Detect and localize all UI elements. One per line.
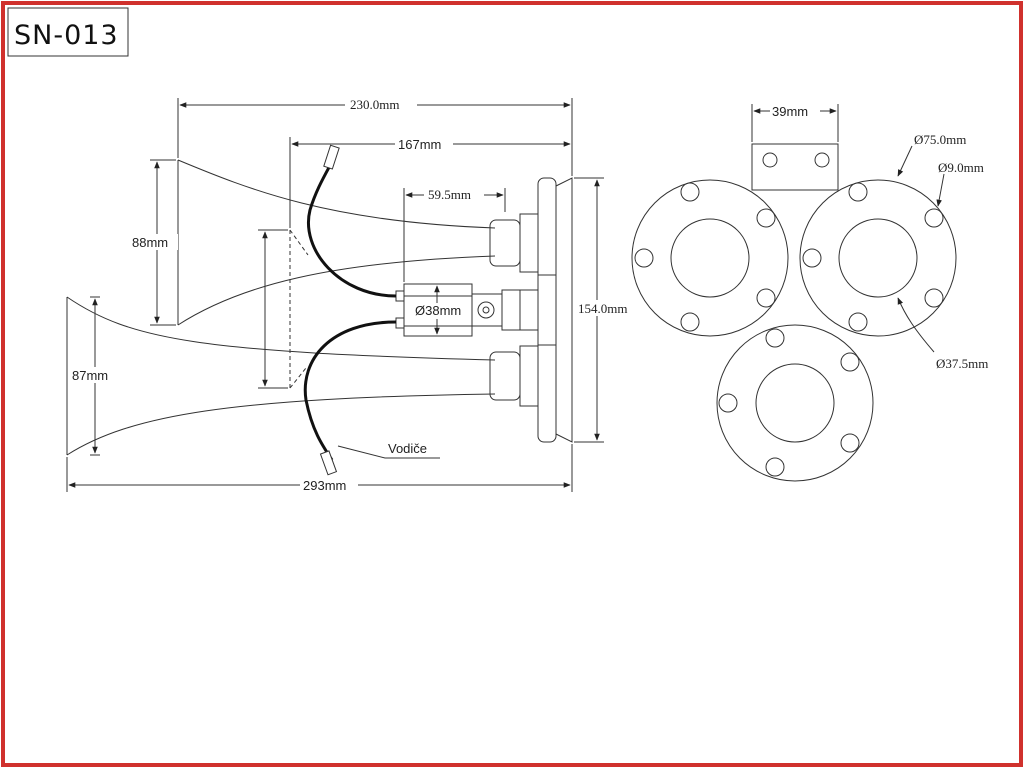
wires-label: Vodiče: [388, 441, 427, 456]
horn-side-view: [66, 159, 573, 456]
dim-overall-length-top: 230.0mm: [350, 97, 399, 112]
dim-top-bell-height: 88mm: [132, 235, 168, 250]
dim-hole-diameter: Ø9.0mm: [938, 160, 984, 175]
side-dimensions: [66, 98, 604, 492]
dim-bottom-bell-height: 87mm: [72, 368, 108, 383]
wire-leads: [303, 159, 397, 461]
dim-body-length: 167mm: [398, 137, 441, 152]
dim-flange-height: 154.0mm: [578, 301, 627, 316]
flange-dimensions: [751, 104, 945, 353]
side-dimension-labels: 230.0mm 167mm 59.5mm 88mm 87mm Ø38mm 154…: [70, 96, 642, 493]
wire-terminals: [319, 144, 340, 476]
dim-bracket-width: 39mm: [772, 104, 808, 119]
drawing-code: SN-013: [14, 20, 119, 51]
flange-front-view: [631, 143, 957, 482]
dim-flange-diameter: Ø75.0mm: [914, 132, 966, 147]
dim-overall-length-bottom: 293mm: [303, 478, 346, 493]
dim-bore-diameter: Ø37.5mm: [936, 356, 988, 371]
title-block: SN-013: [7, 7, 129, 57]
flange-dimension-labels: 39mm Ø75.0mm Ø9.0mm Ø37.5mm: [770, 103, 988, 371]
dim-fitting-length: 59.5mm: [428, 187, 471, 202]
dim-valve-diameter: Ø38mm: [415, 303, 461, 318]
